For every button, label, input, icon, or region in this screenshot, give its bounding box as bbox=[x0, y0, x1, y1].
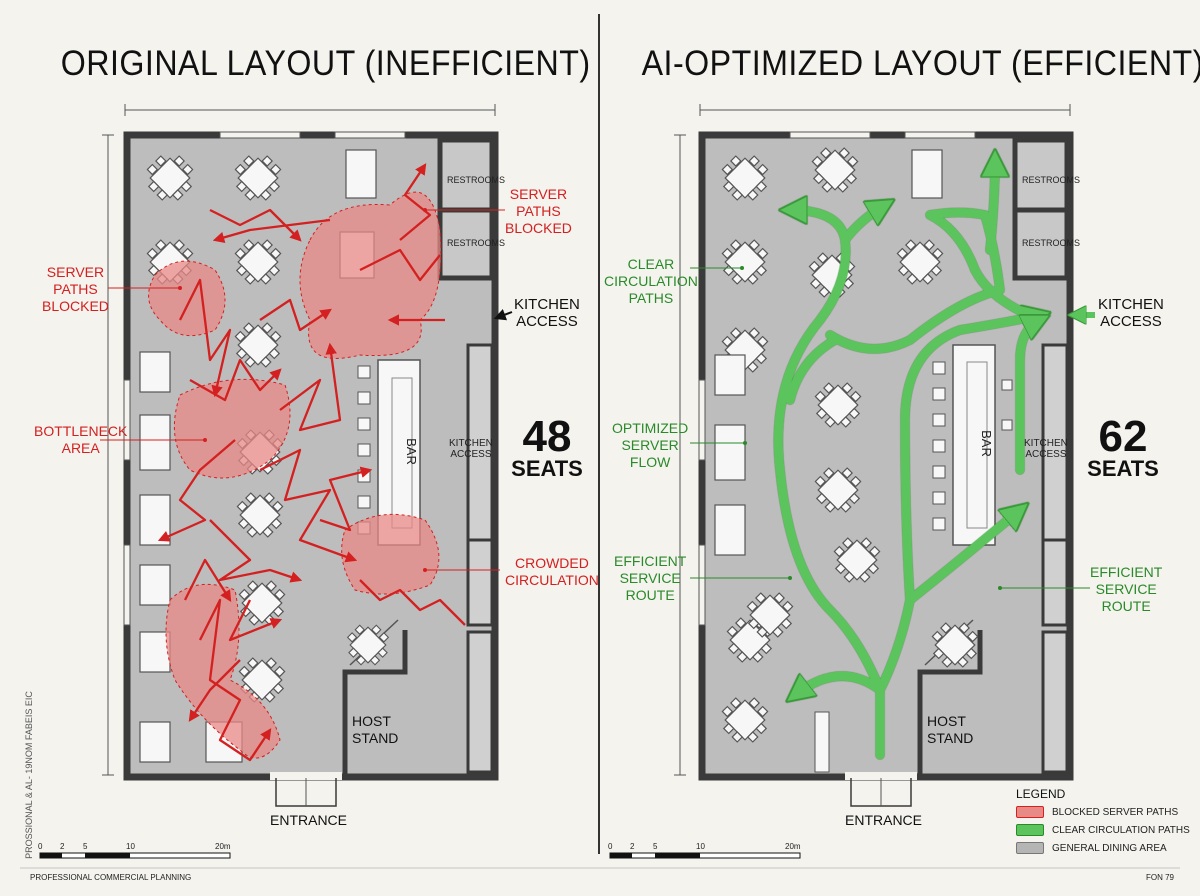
dining-table bbox=[236, 492, 284, 538]
right-tables bbox=[714, 147, 979, 743]
legend-item-general: GENERAL DINING AREA bbox=[1016, 842, 1167, 854]
legend-swatch-blocked bbox=[1016, 806, 1044, 818]
booth-table bbox=[911, 149, 943, 199]
right-bar-label: BAR bbox=[978, 430, 994, 457]
booth-table bbox=[345, 149, 377, 199]
booth-table bbox=[714, 354, 746, 396]
left-bar-label: BAR bbox=[403, 438, 419, 465]
left-title: ORIGINAL LAYOUT (INEFFICIENT) bbox=[60, 44, 591, 83]
dining-table bbox=[814, 382, 862, 428]
dining-table bbox=[346, 624, 390, 666]
left-entrance: ENTRANCE bbox=[270, 812, 348, 828]
legend-swatch-general bbox=[1016, 842, 1044, 854]
left-seats-label: SEATS bbox=[511, 456, 583, 481]
dining-table bbox=[811, 147, 859, 193]
booth-table bbox=[139, 564, 171, 606]
blocked-paths bbox=[157, 163, 466, 762]
booth-table bbox=[139, 351, 171, 393]
legend-swatch-clear bbox=[1016, 824, 1044, 836]
booth-table bbox=[714, 504, 746, 556]
left-restroom-1: RESTROOMS bbox=[447, 175, 506, 185]
scale-bar-right bbox=[609, 852, 801, 859]
clear-paths bbox=[773, 160, 1040, 760]
right-title: AI-OPTIMIZED LAYOUT (EFFICIENT) bbox=[641, 44, 1200, 83]
right-restroom-2: RESTROOMS bbox=[1022, 238, 1081, 248]
dining-table bbox=[833, 537, 881, 583]
dining-table bbox=[814, 467, 862, 513]
dining-table bbox=[931, 622, 979, 668]
dining-table bbox=[238, 657, 286, 703]
dining-table bbox=[746, 592, 794, 638]
legend-title: LEGEND bbox=[1016, 787, 1066, 801]
booth-table bbox=[139, 414, 171, 471]
footer-right: FON 79 bbox=[1146, 873, 1175, 882]
dining-table bbox=[721, 155, 769, 201]
dining-table bbox=[721, 239, 769, 285]
blocked-areas bbox=[148, 191, 442, 759]
footer-left: PROFESSIONAL COMMERCIAL PLANNING bbox=[30, 873, 192, 882]
right-seats-number: 62 bbox=[1098, 412, 1148, 461]
dining-table bbox=[146, 155, 194, 201]
dining-table bbox=[234, 239, 282, 285]
right-restroom-1: RESTROOMS bbox=[1022, 175, 1081, 185]
dining-table bbox=[721, 697, 769, 743]
dining-table bbox=[234, 155, 282, 201]
dining-table bbox=[896, 239, 944, 285]
booth-table bbox=[139, 631, 171, 673]
left-seats-number: 48 bbox=[522, 412, 572, 461]
dining-table bbox=[234, 322, 282, 368]
legend-item-blocked: BLOCKED SERVER PATHS bbox=[1016, 806, 1178, 818]
panel-divider bbox=[598, 14, 600, 854]
legend-item-clear: CLEAR CIRCULATION PATHS bbox=[1016, 824, 1190, 836]
booth-table bbox=[139, 721, 171, 763]
left-restroom-2: RESTROOMS bbox=[447, 238, 506, 248]
booth-table bbox=[714, 424, 746, 481]
footer-side: PROSSIONAL & AL- 19NOM FABEIS EIC bbox=[23, 691, 34, 859]
right-seats-label: SEATS bbox=[1087, 456, 1159, 481]
right-entrance: ENTRANCE bbox=[845, 812, 923, 828]
scale-bar-left bbox=[39, 852, 231, 859]
dining-table bbox=[238, 580, 286, 626]
